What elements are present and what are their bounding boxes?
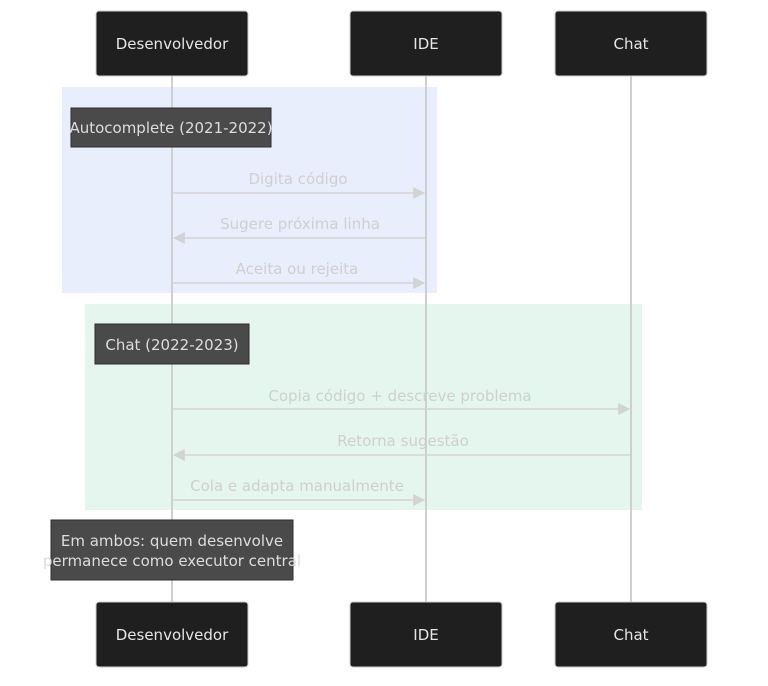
message-label: Cola e adapta manualmente xyxy=(190,477,404,495)
note-central-executor: Em ambos: quem desenvolve permanece como… xyxy=(43,519,301,581)
actor-chat-top: Chat xyxy=(554,10,708,77)
actor-chat-label: Chat xyxy=(613,626,648,644)
actor-ide-label: IDE xyxy=(413,626,438,644)
note-line-1: Em ambos: quem desenvolve xyxy=(61,532,283,550)
actor-dev-bottom: Desenvolvedor xyxy=(95,601,249,668)
message-label: Retorna sugestão xyxy=(337,432,469,450)
group-autocomplete-label: Autocomplete (2021-2022) xyxy=(69,107,273,148)
actor-dev-label: Desenvolvedor xyxy=(116,626,229,644)
message-label: Aceita ou rejeita xyxy=(236,260,359,278)
actor-chat-bottom: Chat xyxy=(554,601,708,668)
actor-dev-top: Desenvolvedor xyxy=(95,10,249,77)
message-label: Sugere próxima linha xyxy=(220,215,380,233)
actor-ide-label: IDE xyxy=(413,35,438,53)
group-chat-label-text: Chat (2022-2023) xyxy=(105,336,238,354)
message-label: Digita código xyxy=(248,170,347,188)
group-autocomplete-label-text: Autocomplete (2021-2022) xyxy=(69,119,272,137)
group-chat-label: Chat (2022-2023) xyxy=(94,323,250,365)
note-line-2: permanece como executor central xyxy=(43,552,301,570)
actor-dev-label: Desenvolvedor xyxy=(116,35,229,53)
actor-ide-top: IDE xyxy=(349,10,503,77)
message-label: Copia código + descreve problema xyxy=(268,387,531,405)
actor-ide-bottom: IDE xyxy=(349,601,503,668)
actor-chat-label: Chat xyxy=(613,35,648,53)
